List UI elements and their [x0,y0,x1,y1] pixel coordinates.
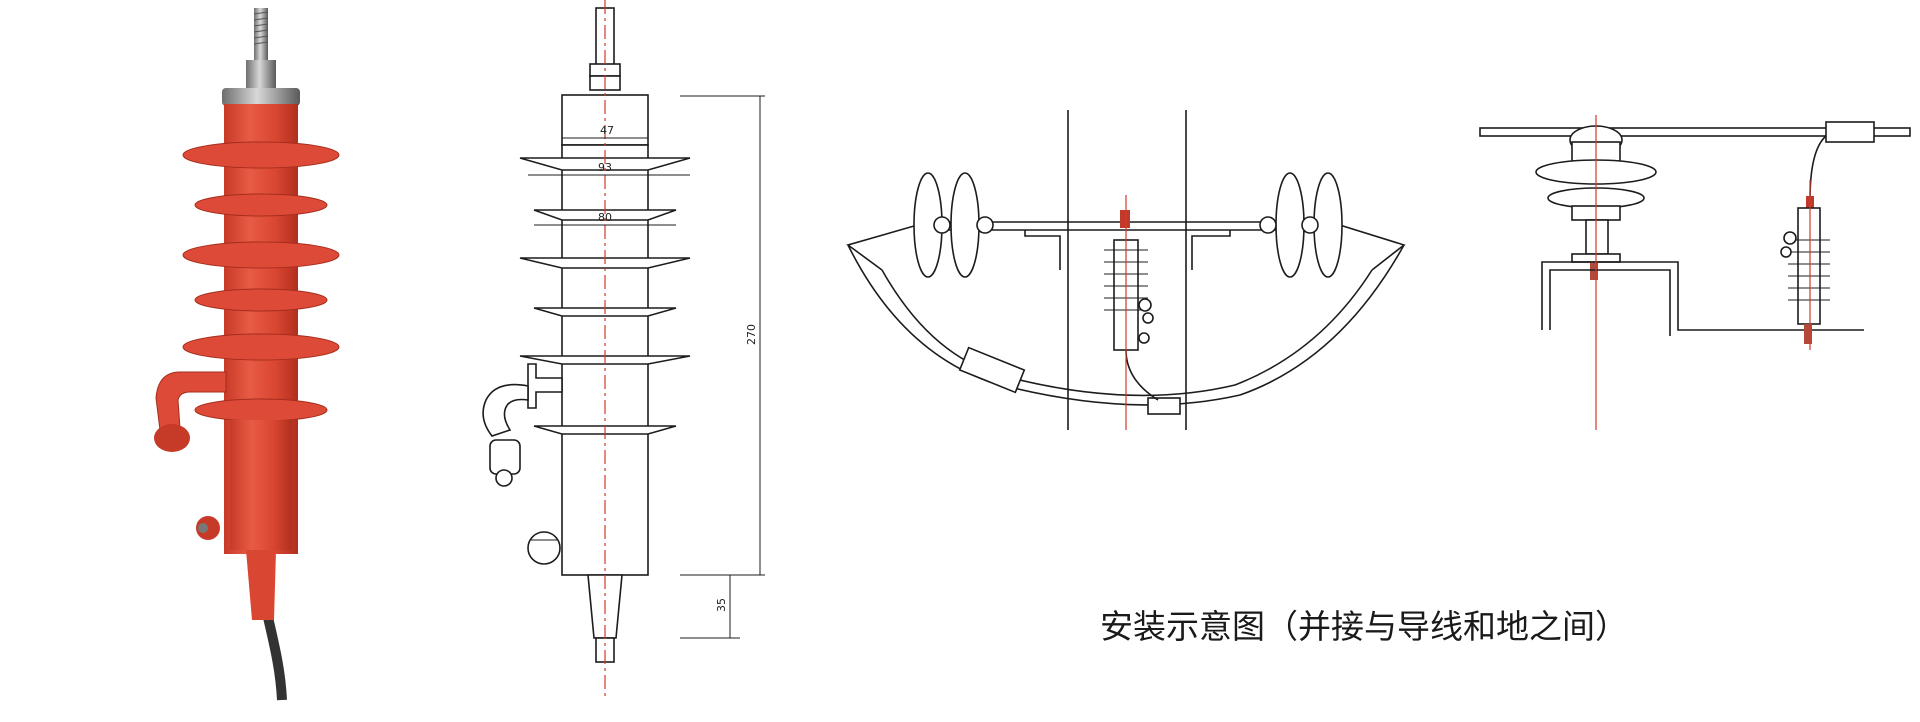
elbow-end [154,424,190,452]
dim-80: 80 [598,211,612,224]
nut [246,60,276,88]
installation-sketch-pole [846,110,1406,430]
threaded-stud [254,8,268,68]
dim-47: 47 [600,124,614,137]
side-elbow [155,371,227,431]
dim-35: 35 [715,598,728,612]
stud-threads [253,11,269,45]
arrester-photo [154,8,340,701]
installation-caption: 安装示意图（并接与导线和地之间） [1100,607,1628,646]
dimension-drawing: 47 93 80 270 35 [482,0,765,700]
sheds [182,141,340,422]
lower-sleeve [230,420,292,550]
top-cap [222,88,300,106]
dim-93: 93 [598,161,612,174]
installation-sketch-post [1479,115,1911,430]
dim-270: 270 [745,324,758,345]
tail-boot [246,550,276,620]
